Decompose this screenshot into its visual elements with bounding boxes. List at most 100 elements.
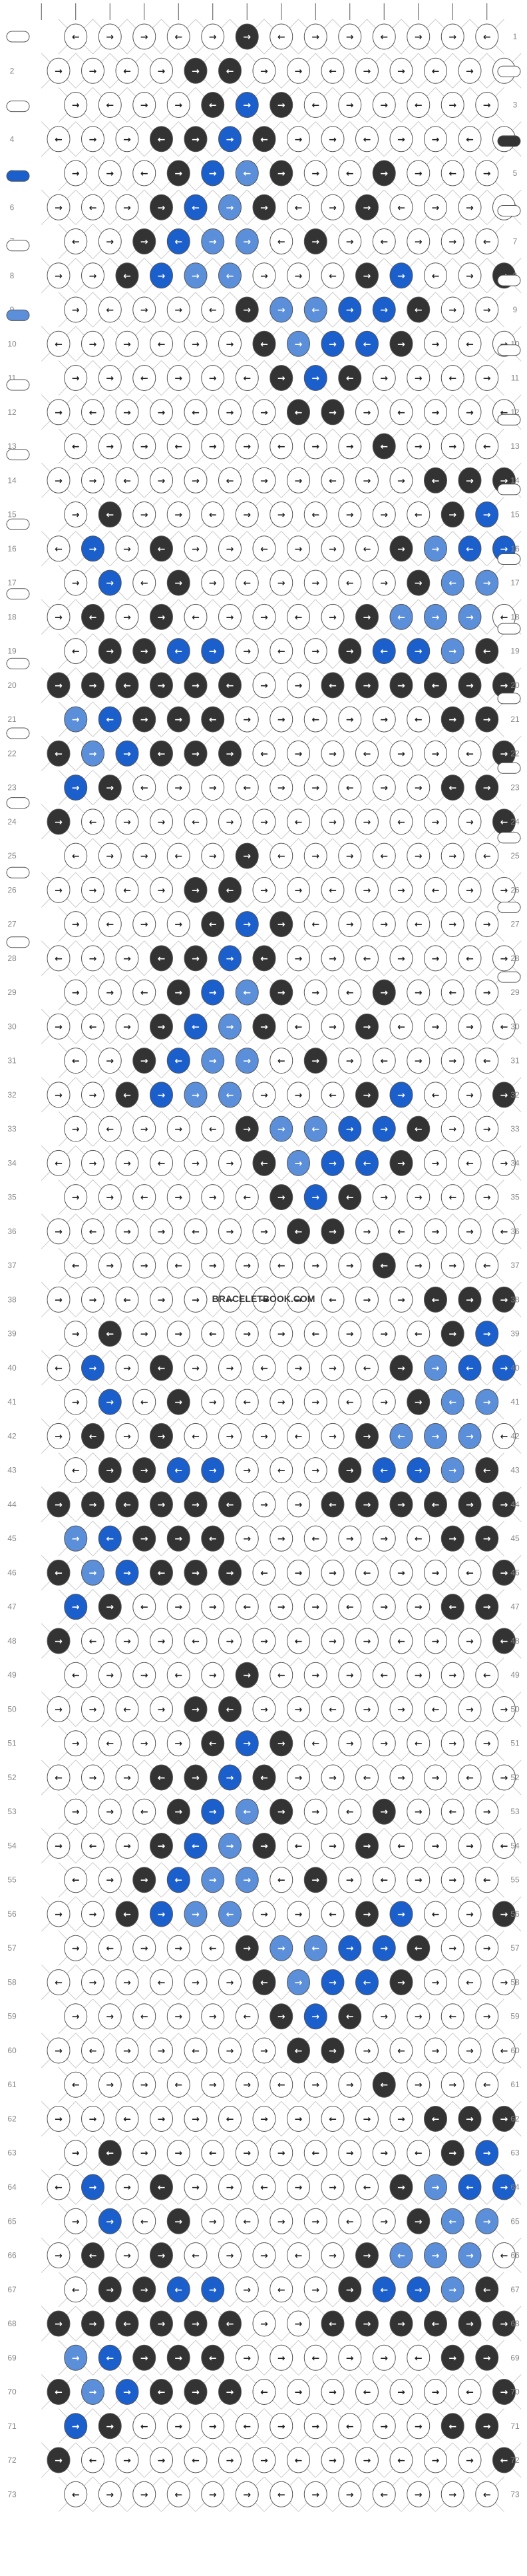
arrow-right-icon: → [106,1193,114,1203]
arrow-right-icon: → [380,2012,388,2023]
knot: ← [235,2413,259,2439]
knot: ← [218,57,242,84]
knot: ← [252,1149,276,1176]
arrow-right-icon: → [123,749,131,759]
arrow-right-icon: → [277,1943,285,1954]
arrow-right-icon: → [89,2114,97,2124]
knot: → [166,296,190,323]
knot: ← [81,399,104,426]
arrow-right-icon: → [448,647,456,657]
knot: ← [201,2344,225,2371]
knot: ← [303,1525,327,1552]
arrow-left-icon: ← [483,2489,491,2500]
arrow-left-icon: ← [483,237,491,248]
row-number-label: 9 [513,305,518,314]
row-number-label: 18 [7,612,17,621]
knot: → [98,228,122,255]
knot: → [235,433,259,460]
knot: → [218,1628,242,1654]
knot: → [372,775,396,801]
knot: → [184,2174,208,2200]
arrow-left-icon: ← [140,578,148,589]
knot: → [407,775,431,801]
arrow-right-icon: → [89,271,97,282]
arrow-right-icon: → [123,2251,131,2262]
knot: → [184,535,208,562]
knot: → [338,296,362,323]
arrow-right-icon: → [140,1739,148,1750]
arrow-left-icon: ← [106,920,114,930]
knot: ← [115,2310,139,2337]
knot: → [201,1662,225,1688]
arrow-right-icon: → [380,988,388,998]
arrow-right-icon: → [466,1090,474,1101]
knot: ← [98,92,122,119]
knot: ← [372,1662,396,1688]
arrow-right-icon: → [483,1739,491,1750]
knot: → [132,92,156,119]
knot: → [115,1764,139,1791]
arrow-right-icon: → [483,2353,491,2364]
knot: → [440,2276,464,2303]
arrow-right-icon: → [140,1261,148,1271]
arrow-right-icon: → [415,1875,423,1886]
arrow-right-icon: → [89,2182,97,2193]
knot: → [338,1116,362,1142]
arrow-left-icon: ← [415,1124,423,1135]
knot: → [81,330,104,357]
knot: → [81,1286,104,1313]
arrow-right-icon: → [432,1977,440,1988]
row-number-label: 22 [7,749,17,758]
row-number-label: 25 [510,851,520,860]
arrow-left-icon: ← [448,374,456,384]
arrow-right-icon: → [329,1022,337,1032]
arrow-right-icon: → [55,2319,63,2330]
knot: ← [150,2379,173,2406]
arrow-right-icon: → [243,2285,251,2296]
row-number-label: 27 [510,920,520,929]
arrow-left-icon: ← [363,954,371,964]
arrow-right-icon: → [89,1090,97,1101]
knot: → [440,2140,464,2166]
arrow-right-icon: → [415,2421,423,2432]
knot: ← [269,1662,293,1688]
arrow-right-icon: → [397,2182,405,2193]
arrow-right-icon: → [106,1466,114,1476]
arrow-right-icon: → [397,1500,405,1510]
knot: → [338,2140,362,2166]
knot: ← [98,1321,122,1347]
arrow-right-icon: → [226,1431,234,1442]
arrow-right-icon: → [192,1500,200,1510]
arrow-left-icon: ← [174,851,182,862]
knot: → [218,2174,242,2200]
knot: ← [166,1867,190,1893]
arrow-right-icon: → [500,1977,508,1988]
arrow-right-icon: → [295,476,303,486]
arrow-left-icon: ← [466,1977,474,1988]
arrow-right-icon: → [140,920,148,930]
arrow-left-icon: ← [89,1841,97,1851]
knot: → [132,1867,156,1893]
arrow-left-icon: ← [174,2285,182,2296]
knot: → [303,23,327,50]
knot: → [132,2071,156,2098]
knot: → [201,2003,225,2030]
arrow-left-icon: ← [397,202,405,213]
arrow-right-icon: → [174,1943,182,1954]
arrow-right-icon: → [380,101,388,111]
arrow-right-icon: → [415,1466,423,1476]
arrow-right-icon: → [192,1977,200,1988]
arrow-right-icon: → [192,544,200,555]
knot: → [132,1252,156,1279]
arrow-left-icon: ← [260,2388,268,2398]
row-number-label: 24 [510,817,520,826]
knot: → [47,1628,71,1654]
knot: → [424,1355,447,1381]
arrow-right-icon: → [260,66,268,77]
arrow-right-icon: → [89,681,97,691]
knot: → [303,2208,327,2234]
knot: → [440,296,464,323]
arrow-right-icon: → [380,2148,388,2159]
knot: ← [235,775,259,801]
knot: → [132,2140,156,2166]
